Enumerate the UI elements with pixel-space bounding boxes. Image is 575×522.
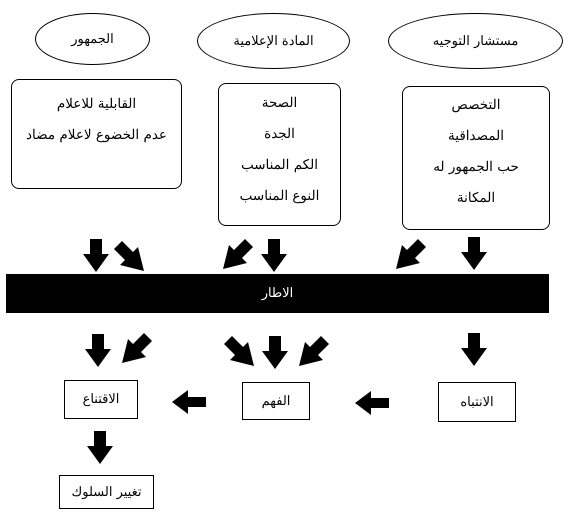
audience-title: الجمهور xyxy=(71,31,114,47)
advisor-item-3: حب الجمهور له xyxy=(433,159,519,175)
down-arrow-icon xyxy=(87,431,113,464)
left-arrow-icon xyxy=(172,390,206,414)
down-arrow-icon xyxy=(85,334,111,367)
frame-label: الاطار xyxy=(261,286,294,301)
media-box: الصحة الجدة الكم المناسب النوع المناسب xyxy=(218,83,341,226)
advisor-item-1: التخصص xyxy=(451,97,501,113)
down-left-arrow-icon xyxy=(223,239,253,269)
down-arrow-icon xyxy=(261,239,287,272)
down-arrow-icon xyxy=(83,239,109,272)
media-ellipse: المادة الإعلامية xyxy=(197,13,350,69)
media-item-2: الجدة xyxy=(264,126,295,142)
audience-ellipse: الجمهور xyxy=(35,13,150,65)
media-item-4: النوع المناسب xyxy=(239,188,320,204)
behavior-box: تغيير السلوك xyxy=(59,475,154,509)
attention-label: الانتباه xyxy=(460,394,494,410)
audience-box: القابلية للاعلام عدم الخضوع لاعلام مضاد xyxy=(11,79,182,189)
media-item-3: الكم المناسب xyxy=(240,157,319,173)
attention-box: الانتباه xyxy=(438,382,516,422)
down-right-arrow-icon xyxy=(114,241,144,271)
advisor-item-4: المكانة xyxy=(456,190,496,206)
persuasion-box: الاقتناع xyxy=(64,380,138,419)
down-left-arrow-icon xyxy=(299,336,329,366)
advisor-ellipse: مستشار التوجيه xyxy=(388,13,563,69)
advisor-title: مستشار التوجيه xyxy=(432,33,519,49)
left-arrow-icon xyxy=(355,391,389,415)
down-arrow-icon xyxy=(262,336,288,369)
down-arrow-icon xyxy=(461,237,487,270)
audience-item-1: القابلية للاعلام xyxy=(56,96,137,112)
down-arrow-icon xyxy=(461,333,487,366)
advisor-item-2: المصداقية xyxy=(448,128,504,144)
down-left-arrow-icon xyxy=(396,239,426,269)
persuasion-label: الاقتناع xyxy=(82,392,120,407)
understanding-label: الفهم xyxy=(261,393,291,409)
media-title: المادة الإعلامية xyxy=(233,33,314,49)
frame-bar: الاطار xyxy=(6,274,549,313)
media-item-1: الصحة xyxy=(261,95,298,111)
advisor-box: التخصص المصداقية حب الجمهور له المكانة xyxy=(402,86,550,230)
understanding-box: الفهم xyxy=(242,382,310,420)
down-left-arrow-icon xyxy=(122,333,152,363)
audience-item-2: عدم الخضوع لاعلام مضاد xyxy=(26,127,167,143)
down-right-arrow-icon xyxy=(224,336,254,366)
behavior-label: تغيير السلوك xyxy=(71,484,142,500)
